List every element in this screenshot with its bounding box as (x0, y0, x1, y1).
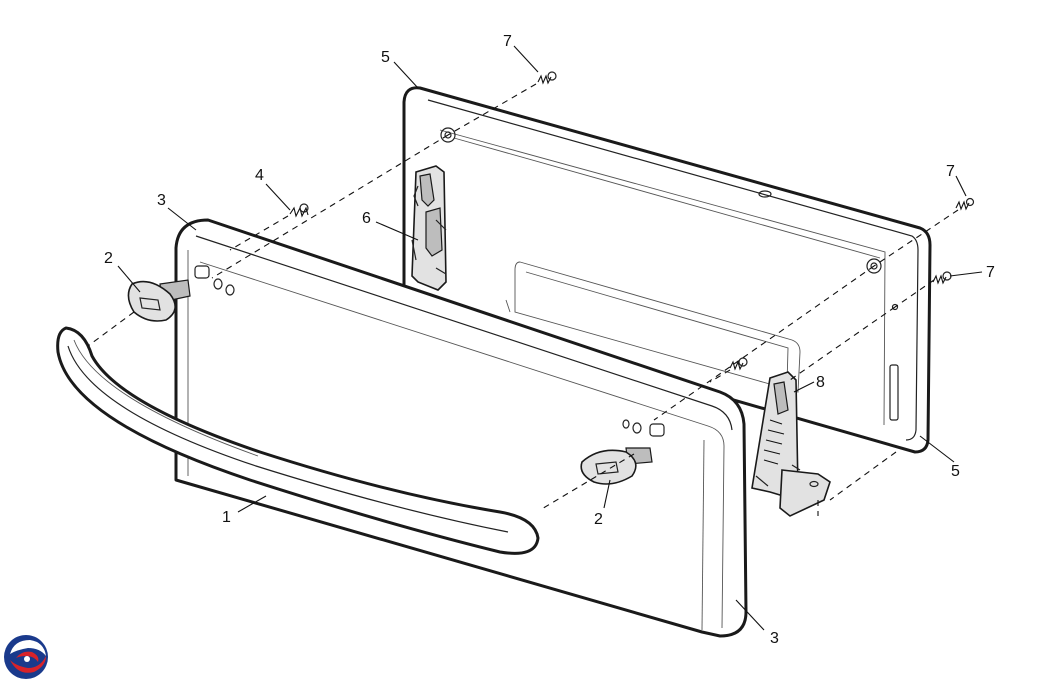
callout-leaders (117, 45, 983, 631)
callout-7-top: 7 (503, 33, 512, 50)
assembly-dashed-lines (87, 83, 959, 516)
callout-6: 6 (362, 210, 371, 227)
screw-part-7-top (537, 71, 557, 85)
callout-4: 4 (255, 167, 264, 184)
door-handle (56, 326, 540, 555)
callout-7-right-upper: 7 (946, 163, 955, 180)
callout-2-left: 2 (104, 250, 113, 267)
outer-door-panel (174, 218, 748, 638)
screw-part-7-right-lower (932, 271, 952, 285)
callout-1: 1 (222, 509, 231, 526)
callout-3-top: 3 (157, 192, 166, 209)
inner-door-panel (402, 86, 932, 454)
callout-5-top: 5 (381, 49, 390, 66)
screw-part-4 (289, 203, 309, 218)
brand-swirl-logo-icon (4, 635, 48, 679)
screw-part-7-right-upper (955, 197, 975, 211)
handle-end-cap-right (580, 447, 653, 485)
screw-center (729, 357, 748, 371)
callout-7-right-lower: 7 (986, 264, 995, 281)
callout-3-bottom: 3 (770, 630, 779, 647)
callout-2-right: 2 (594, 511, 603, 528)
callout-8: 8 (816, 374, 825, 391)
handle-end-cap-left (127, 279, 191, 322)
door-hinge-left (411, 165, 447, 291)
door-hinge-right (751, 371, 831, 517)
callout-5-bottom: 5 (951, 463, 960, 480)
callout-labels: 1 2 2 3 3 4 5 5 6 7 7 7 8 (104, 33, 995, 647)
